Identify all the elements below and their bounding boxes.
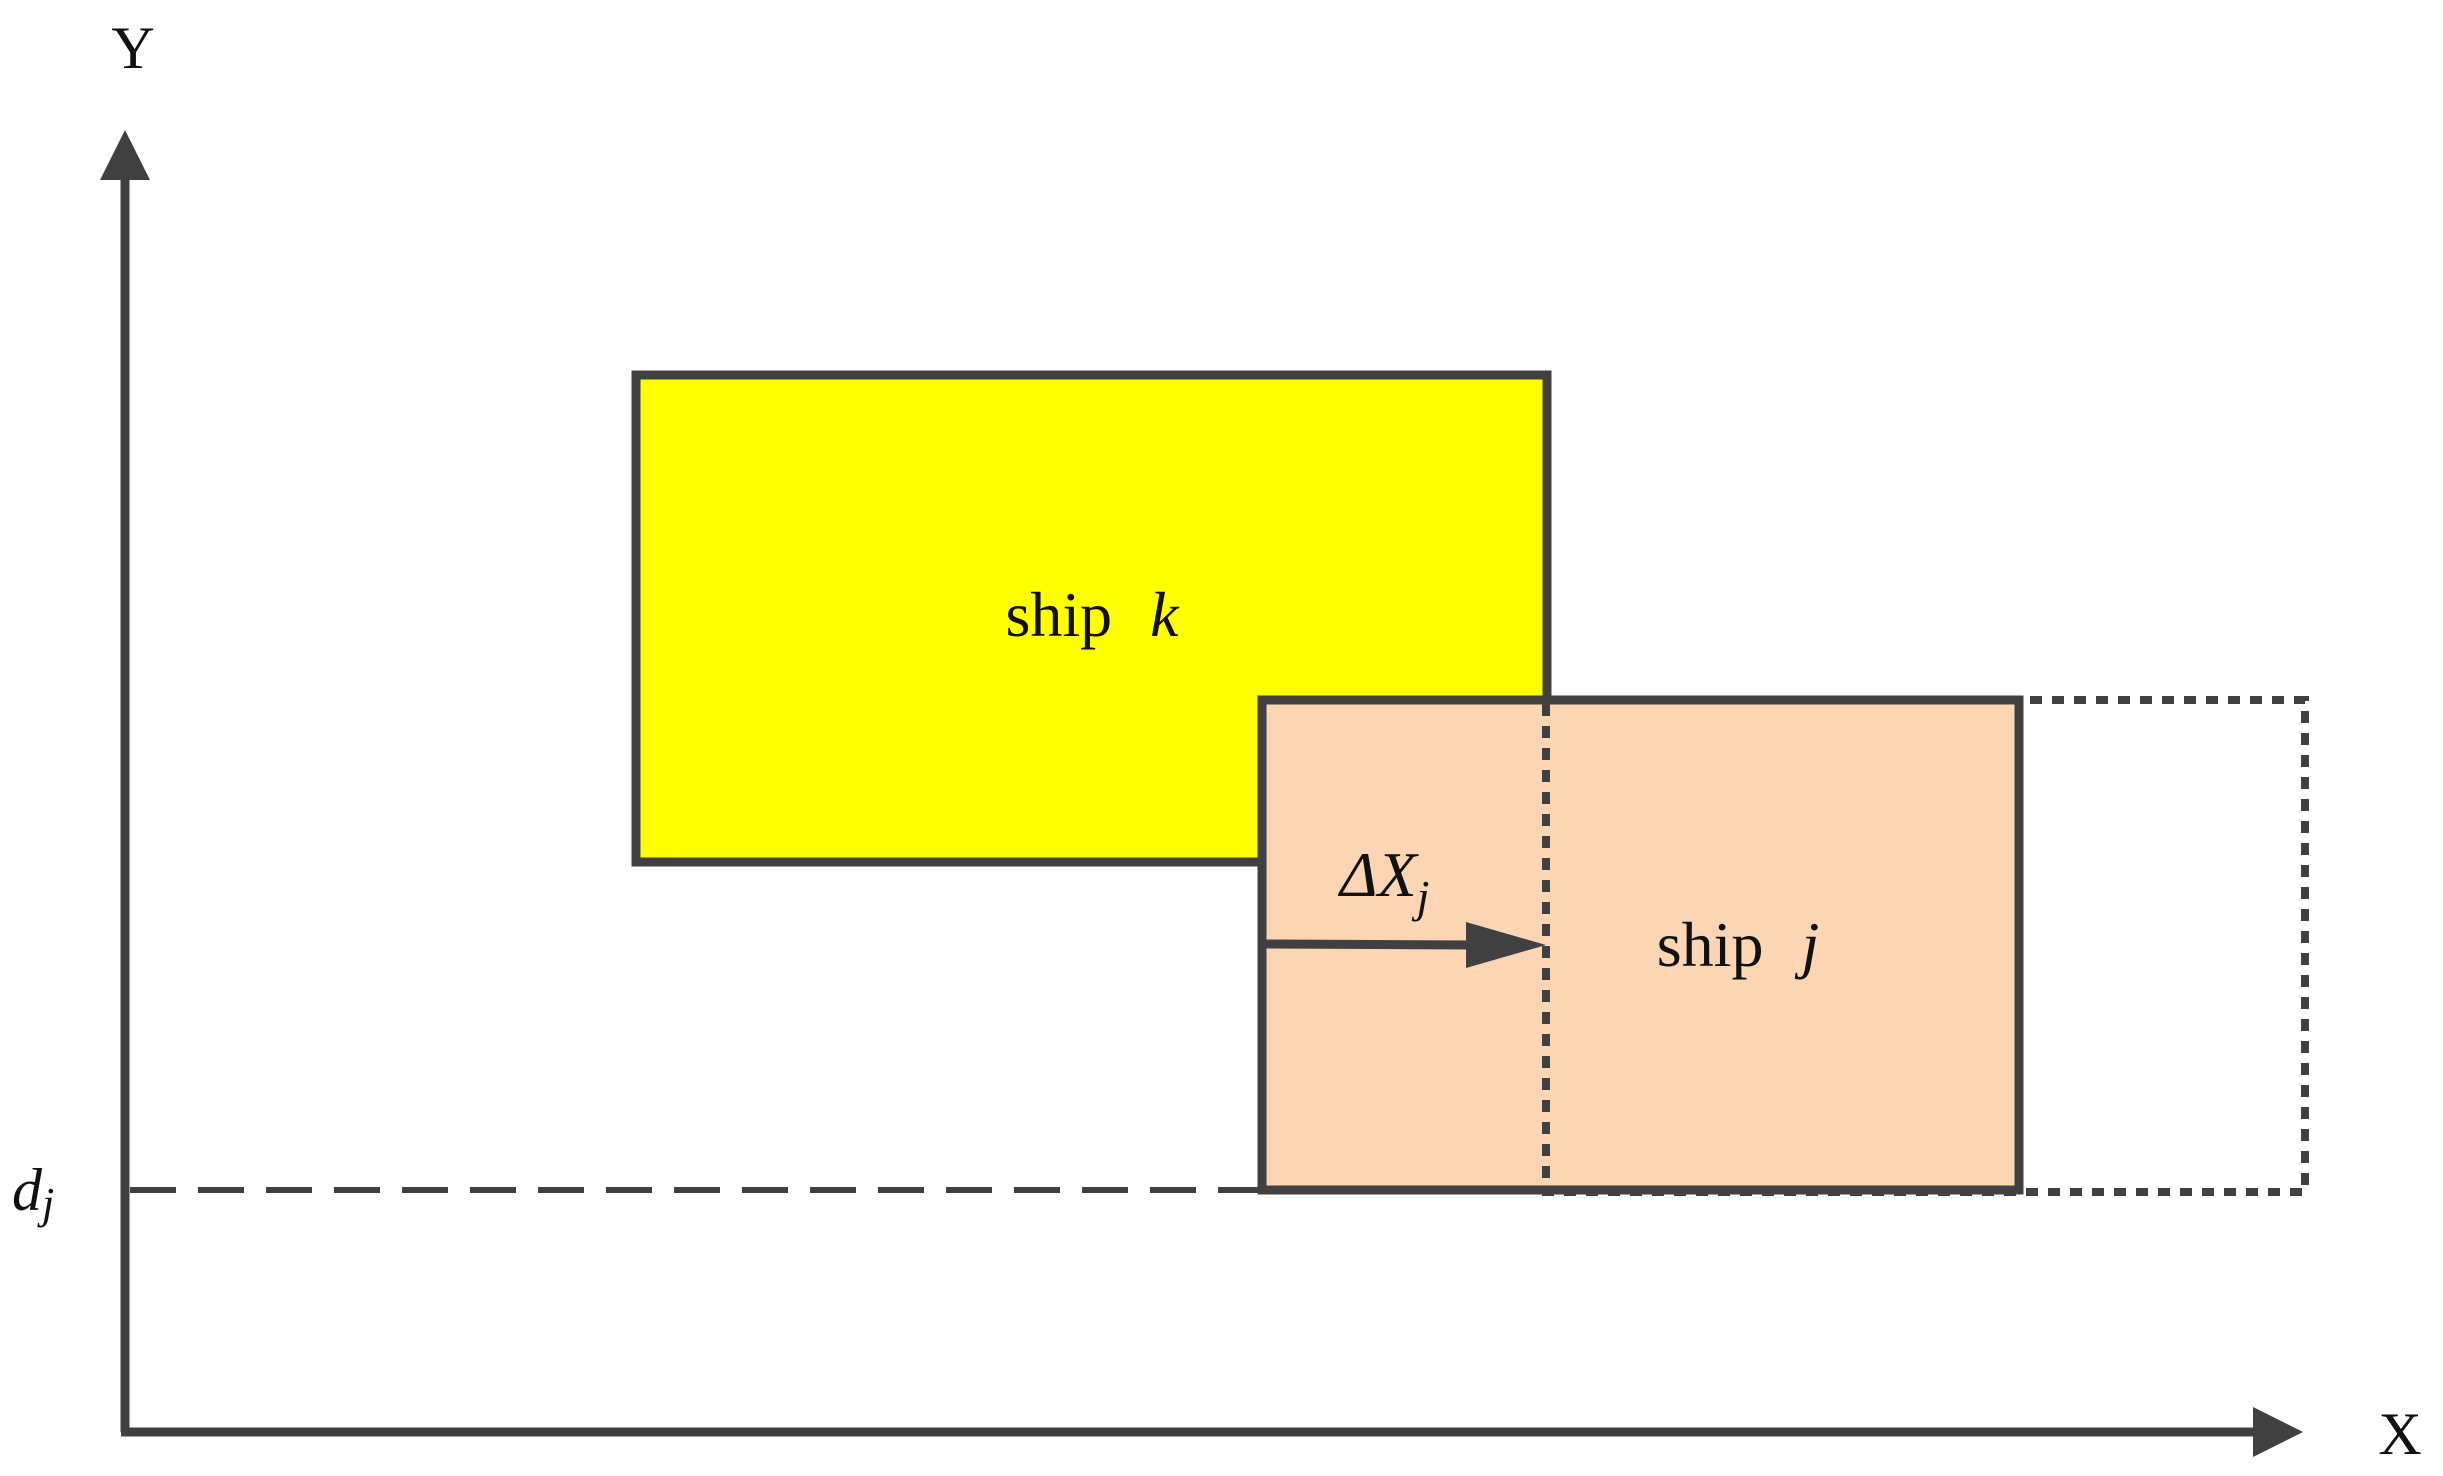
displacement-label-subscript: j <box>1412 871 1430 922</box>
x-axis-label: X <box>2378 1401 2421 1467</box>
displacement-arrow-head-icon <box>1466 922 1546 968</box>
y-axis-arrow-icon <box>100 130 150 180</box>
displacement-label-delta: ΔX <box>1337 839 1420 910</box>
displacement-arrow <box>1264 939 1471 950</box>
depth-label: dj <box>12 1157 54 1228</box>
y-axis-label: Y <box>111 15 154 81</box>
ship-j-shifted-outline <box>1542 696 2309 1196</box>
x-axis-arrow-icon <box>2253 1407 2303 1457</box>
displacement-label: ΔXj <box>1337 839 1429 922</box>
depth-label-subscript: j <box>37 1179 54 1228</box>
